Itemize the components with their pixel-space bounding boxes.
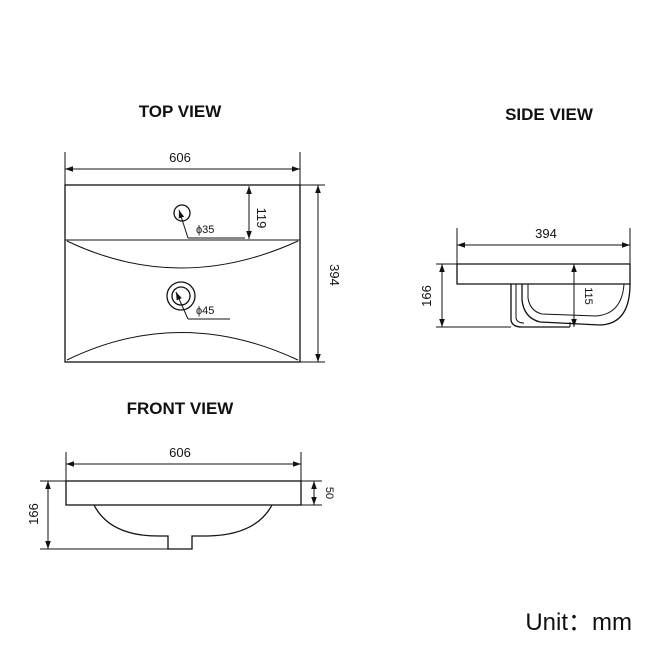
tap-hole-leader	[178, 209, 189, 239]
front-height-value: 166	[26, 503, 41, 525]
side-view-title: SIDE VIEW	[505, 105, 594, 124]
drain-hole-label: ϕ45	[196, 305, 214, 317]
side-view-drain-outer	[510, 284, 570, 328]
top-depth-value: 394	[327, 264, 342, 286]
tap-offset-value: 119	[254, 208, 269, 229]
side-view-bowl-outer	[521, 283, 631, 326]
front-width-value: 606	[169, 445, 191, 460]
side-view-drain-inner	[515, 284, 525, 324]
drain-hole-inner	[171, 286, 191, 306]
front-view-bowl	[93, 504, 273, 550]
tap-hole-label: ϕ35	[196, 224, 214, 236]
top-width-value: 606	[169, 150, 191, 165]
top-view-outline	[64, 184, 301, 363]
drain-hole-leader	[175, 291, 189, 320]
front-rim-value: 50	[323, 487, 335, 499]
top-view: TOP VIEW ϕ35 ϕ45 606 119 394	[64, 102, 342, 363]
unit-label: Unit：mm	[525, 609, 632, 636]
side-view: SIDE VIEW 394 166 115	[419, 105, 631, 328]
front-view-title: FRONT VIEW	[127, 399, 235, 418]
front-view: FRONT VIEW 606 166 50	[26, 399, 335, 550]
side-view-top-slab	[456, 263, 631, 285]
top-view-title: TOP VIEW	[139, 102, 222, 121]
top-view-bowl-back-curve	[66, 240, 299, 269]
side-height-value: 166	[419, 285, 434, 307]
side-bowl-depth-value: 115	[582, 287, 594, 305]
drain-hole-outer	[166, 281, 196, 311]
side-depth-value: 394	[535, 226, 557, 241]
side-view-bowl-inner	[527, 283, 625, 317]
top-view-bowl-front-curve	[66, 332, 299, 361]
tap-hole	[173, 204, 191, 222]
front-view-top-slab	[65, 480, 302, 506]
